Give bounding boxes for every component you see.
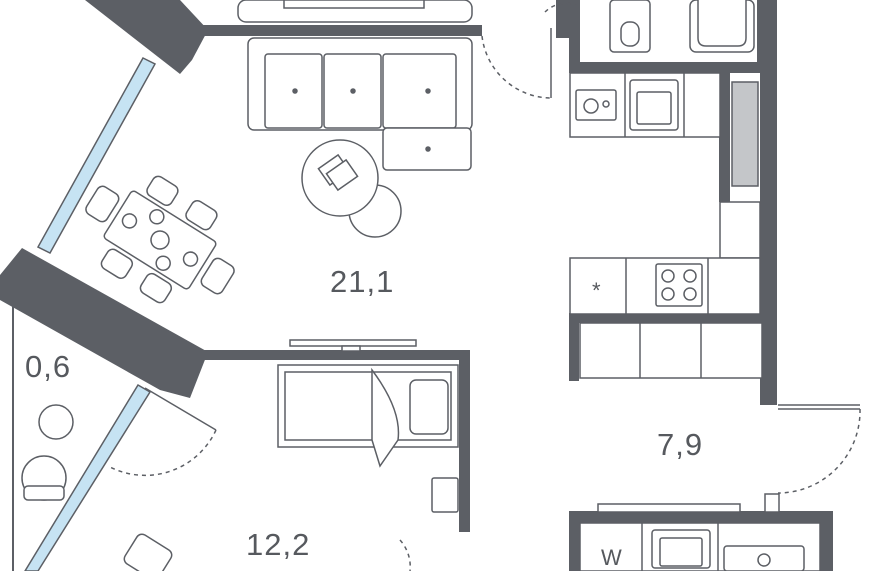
coffee-tables <box>301 139 402 238</box>
bath2-door-frame <box>764 493 780 513</box>
window-balcony <box>24 383 152 571</box>
dining-set <box>85 175 235 304</box>
fridge-label: * <box>592 278 601 303</box>
closet <box>731 81 759 187</box>
kitchen-sink-basin <box>636 91 672 125</box>
wall-top-living <box>200 25 482 36</box>
wall-top-left-diagonal <box>85 0 208 74</box>
bath2-shelf <box>597 503 741 513</box>
dining-chair-bottom-1 <box>100 248 134 279</box>
kitchen <box>569 72 763 379</box>
sofa-cushion-3 <box>382 53 457 129</box>
blanket-fold <box>371 367 400 468</box>
sofa-button-3 <box>425 88 431 94</box>
dining-chair-right <box>200 257 235 295</box>
wall-kitchen-lower-left <box>569 313 579 381</box>
sofa-button-2 <box>350 88 356 94</box>
wall-bedroom-top <box>200 350 470 360</box>
sofa-button-4 <box>425 146 431 152</box>
burner-4 <box>683 287 697 301</box>
wall-cabinets <box>579 322 763 379</box>
washer-label: W <box>601 545 622 570</box>
sofa <box>237 0 473 171</box>
door-bedroom-swing <box>399 539 411 571</box>
coffee-table-book-2 <box>325 158 359 192</box>
wall-bath-door-jamb <box>556 0 570 38</box>
plate-2 <box>182 251 199 267</box>
door-balcony-swing <box>109 429 217 477</box>
walls <box>0 0 833 571</box>
dining-chair-bottom-2 <box>139 272 173 304</box>
bathtub-inner <box>697 0 747 47</box>
door-balcony-leaf <box>144 387 217 431</box>
toilet-bowl <box>620 21 640 47</box>
balcony-table <box>38 404 74 440</box>
wall-kitchen-right <box>760 0 777 405</box>
plate-1 <box>121 213 138 229</box>
desk-chair <box>123 533 173 571</box>
kitchen-counter-mid <box>719 201 761 259</box>
plate-4 <box>155 255 171 271</box>
area-living: 21,1 <box>330 264 394 299</box>
tv-stand <box>289 339 417 347</box>
sofa-button-1 <box>292 88 298 94</box>
balcony-chair-seat <box>23 485 65 501</box>
door-bath-swing <box>481 35 552 99</box>
wall-bath2-right <box>820 511 833 571</box>
burner-3 <box>661 287 675 301</box>
windows <box>12 57 157 571</box>
bath2-sink-basin <box>659 537 703 567</box>
burner-2 <box>683 269 697 283</box>
wall-middle-diagonal <box>0 248 208 398</box>
door-bath-top-swing <box>544 2 577 13</box>
wall-bath-left <box>569 0 580 72</box>
area-hall: 7,9 <box>657 427 703 462</box>
wall-kitchen-lower <box>569 313 777 323</box>
bathroom-top <box>609 0 755 53</box>
area-balcony: 0,6 <box>25 349 71 384</box>
wall-bath2-left <box>569 511 580 571</box>
tv <box>341 345 361 352</box>
pillow <box>409 379 449 435</box>
door-entrance-swing <box>777 408 861 494</box>
bedroom <box>123 339 459 571</box>
washing-machine-knob <box>602 100 610 108</box>
cooktop <box>655 263 703 307</box>
bathroom-bottom <box>579 493 821 571</box>
wall-bedroom-right <box>459 350 470 532</box>
nightstand <box>431 477 459 513</box>
bath2-shower-drain <box>757 553 771 567</box>
wall-bath-bottom <box>569 62 768 73</box>
plate-3 <box>149 209 165 225</box>
dining-chair-left <box>85 185 120 223</box>
doors <box>109 2 861 571</box>
balcony-furniture <box>21 404 74 501</box>
dining-chair-top-1 <box>146 175 179 207</box>
fruit-bowl <box>150 230 170 250</box>
wall-bath2-top <box>569 511 833 523</box>
sofa-back-inner <box>283 0 425 9</box>
window-living <box>36 57 157 254</box>
dining-chair-top-2 <box>185 199 218 231</box>
area-bedroom: 12,2 <box>246 527 310 562</box>
wall-closet-left <box>719 72 730 202</box>
washing-machine-drum <box>583 98 599 114</box>
burner-1 <box>661 269 675 283</box>
